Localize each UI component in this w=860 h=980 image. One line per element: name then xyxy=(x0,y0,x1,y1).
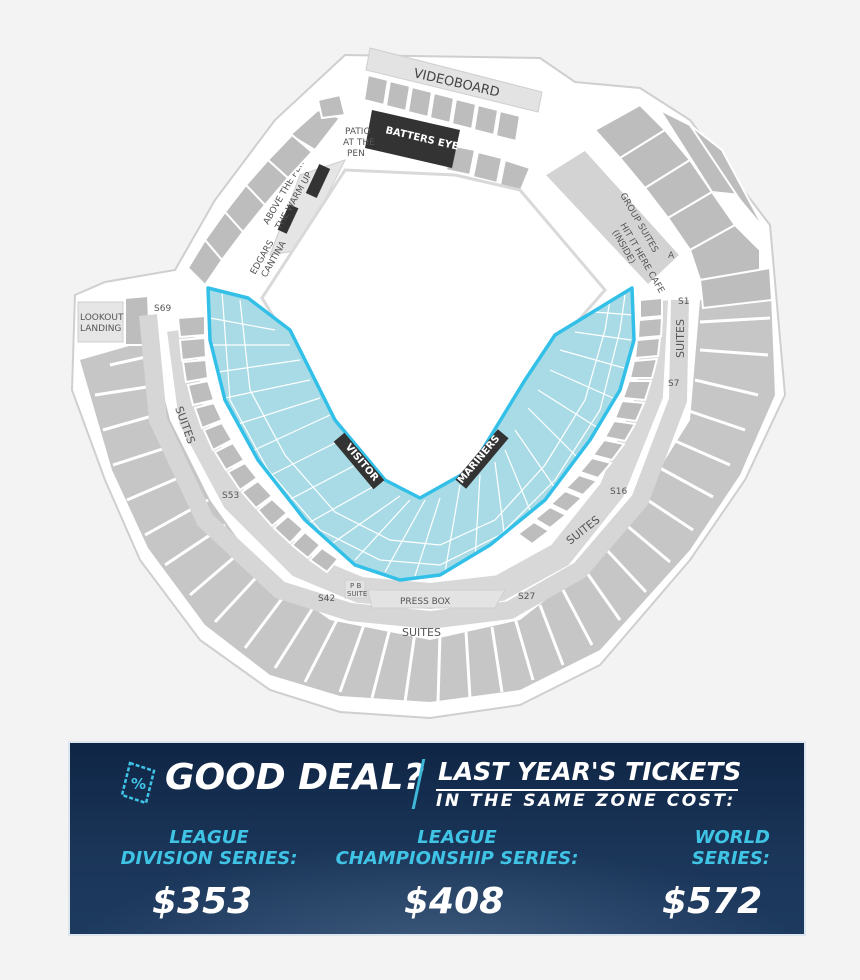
world-series-column: WORLD SERIES: xyxy=(660,827,770,869)
lookout-landing: LOOKOUT LANDING xyxy=(77,294,152,346)
lookout-label-1: LOOKOUT xyxy=(80,313,124,323)
svg-text:%: % xyxy=(131,775,146,793)
last-year-heading: LAST YEAR'S TICKETS xyxy=(438,757,742,786)
upper-right-sections xyxy=(593,103,774,310)
marker-s69: S69 xyxy=(154,304,171,314)
patio-label-2: AT THE xyxy=(343,138,375,148)
pb-label-1: P B xyxy=(350,582,361,590)
good-deal-title: GOOD DEAL? xyxy=(165,757,425,798)
press-box-label: PRESS BOX xyxy=(400,597,450,607)
world-label-2: SERIES: xyxy=(691,848,770,869)
lookout-label-2: LANDING xyxy=(80,324,121,334)
world-label-1: WORLD xyxy=(694,827,770,848)
patio-label-3: PEN xyxy=(347,149,365,159)
batters-eye: BATTERS EYE xyxy=(365,110,460,168)
stadium-map: GROUP SUITES HIT IT HERE CAFE (INSIDE) A… xyxy=(70,47,787,720)
division-label-1: LEAGUE xyxy=(169,827,249,848)
marker-s16: S16 xyxy=(610,487,627,497)
marker-s53: S53 xyxy=(222,491,239,501)
inner-right-sections xyxy=(516,296,664,546)
banner-glow xyxy=(70,844,804,934)
highlighted-zone xyxy=(206,286,636,582)
upper-left-sections xyxy=(186,93,347,287)
championship-label-2: CHAMPIONSHIP SERIES: xyxy=(335,848,579,869)
press-box: PRESS BOX P B SUITE xyxy=(344,579,506,609)
championship-series-column: LEAGUE CHAMPIONSHIP SERIES: xyxy=(332,827,582,869)
deal-banner: % GOOD DEAL? LAST YEAR'S TICKETS IN THE … xyxy=(68,741,806,936)
marker-s7: S7 xyxy=(668,379,679,389)
suites-label-right: SUITES xyxy=(674,319,687,358)
bleacher-sections xyxy=(362,73,532,194)
same-zone-subheading: IN THE SAME ZONE COST: xyxy=(436,789,738,811)
championship-label-1: LEAGUE xyxy=(417,827,497,848)
patio-label-1: PATIO xyxy=(345,127,371,137)
suites-label-bottom: SUITES xyxy=(402,626,441,639)
highlighted-zone-outline xyxy=(206,286,636,582)
inner-left-sections xyxy=(176,314,340,574)
division-label-2: DIVISION SERIES: xyxy=(120,848,298,869)
marker-s27: S27 xyxy=(518,592,535,602)
championship-series-price: $408 xyxy=(404,881,505,922)
division-series-column: LEAGUE DIVISION SERIES: xyxy=(114,827,304,869)
discount-ticket-icon: % xyxy=(120,761,156,805)
division-series-price: $353 xyxy=(152,881,253,922)
marker-a: A xyxy=(668,251,675,261)
marker-s42: S42 xyxy=(318,594,335,604)
world-series-price: $572 xyxy=(662,881,763,922)
marker-s1: S1 xyxy=(678,297,689,307)
pb-label-2: SUITE xyxy=(347,590,367,598)
